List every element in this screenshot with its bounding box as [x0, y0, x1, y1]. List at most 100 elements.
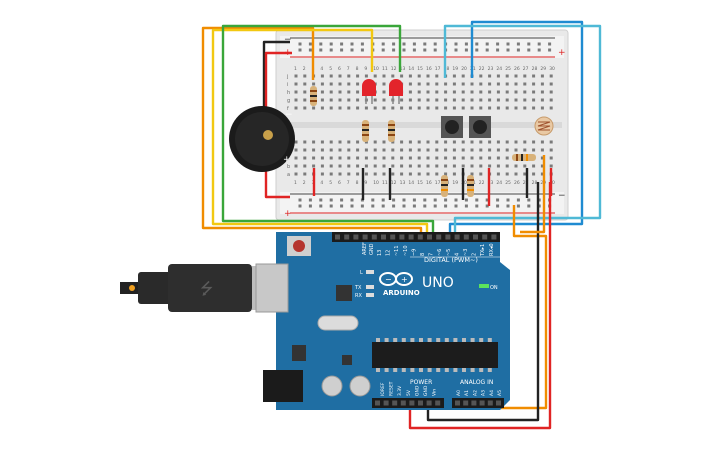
column-number: 27	[523, 180, 529, 186]
breadboard-hole	[356, 164, 360, 168]
rail-hole	[506, 48, 510, 52]
rail-hole	[392, 48, 396, 52]
breadboard-hole	[400, 74, 404, 78]
breadboard-hole	[391, 140, 395, 144]
rail-hole	[392, 42, 396, 46]
breadboard-hole	[505, 74, 509, 78]
breadboard-hole	[329, 140, 333, 144]
breadboard-hole	[417, 164, 421, 168]
rail-minus-label: −	[284, 35, 292, 45]
breadboard-hole	[540, 156, 544, 160]
rail-hole	[537, 48, 541, 52]
breadboard-hole	[329, 74, 333, 78]
breadboard-hole	[532, 106, 536, 110]
breadboard-hole	[329, 148, 333, 152]
rail-hole	[412, 48, 416, 52]
column-number: 13	[400, 66, 406, 72]
breadboard-hole	[479, 164, 483, 168]
rail-hole	[298, 198, 302, 202]
rail-hole	[308, 204, 312, 208]
breadboard-hole	[549, 164, 553, 168]
breadboard-hole	[294, 164, 298, 168]
on-label: ON	[490, 285, 498, 291]
rail-hole	[319, 198, 323, 202]
column-number: 8	[356, 180, 359, 186]
ic-pin	[376, 368, 380, 372]
breadboard-hole	[382, 82, 386, 86]
digital-header	[335, 234, 497, 240]
breadboard-hole	[514, 74, 518, 78]
breadboard-hole	[400, 148, 404, 152]
breadboard-hole	[408, 148, 412, 152]
breadboard-hole	[338, 82, 342, 86]
rail-hole	[402, 204, 406, 208]
breadboard-hole	[435, 98, 439, 102]
resistor-button-1	[441, 175, 448, 197]
header-pin	[381, 234, 386, 240]
breadboard-hole	[303, 90, 307, 94]
rail-hole	[329, 42, 333, 46]
breadboard-hole	[408, 98, 412, 102]
breadboard-hole	[373, 74, 377, 78]
ic-pin	[393, 338, 398, 342]
breadboard-hole	[312, 140, 316, 144]
column-number: 16	[426, 180, 432, 186]
rail-plus-label-right: +	[558, 48, 566, 58]
breadboard-hole	[303, 106, 307, 110]
ic-pin	[384, 338, 389, 342]
column-number: 1	[294, 66, 297, 72]
rail-hole	[360, 48, 364, 52]
rail-hole	[340, 198, 344, 202]
rail-hole	[423, 42, 427, 46]
breadboard-hole	[540, 74, 544, 78]
header-pin	[491, 234, 497, 240]
breadboard-hole	[364, 148, 368, 152]
breadboard-hole	[532, 148, 536, 152]
breadboard-hole	[461, 98, 465, 102]
breadboard-hole	[444, 82, 448, 86]
breadboard-hole	[356, 148, 360, 152]
rail-hole	[485, 198, 489, 202]
ic-pin	[419, 338, 423, 342]
breadboard-hole	[303, 82, 307, 86]
rail-hole	[516, 42, 520, 46]
breadboard-hole	[294, 156, 298, 160]
breadboard-hole	[382, 74, 386, 78]
ic-pin	[487, 338, 492, 342]
column-number: 17	[435, 66, 441, 72]
column-number: 7	[347, 180, 350, 186]
breadboard-hole	[400, 98, 404, 102]
rail-hole	[454, 204, 458, 208]
breadboard-hole	[505, 140, 509, 144]
breadboard-hole	[347, 172, 351, 176]
header-pin	[455, 400, 460, 406]
breadboard-hole	[391, 148, 395, 152]
ic-pin	[427, 338, 432, 342]
breadboard-hole	[549, 82, 553, 86]
breadboard-hole	[400, 106, 404, 110]
column-number: 8	[356, 66, 359, 72]
header-pin	[496, 400, 501, 406]
rail-minus-label-bottom: −	[558, 191, 566, 201]
breadboard-hole	[505, 90, 509, 94]
breadboard-hole	[408, 82, 412, 86]
breadboard-hole	[417, 74, 421, 78]
breadboard-hole	[312, 106, 316, 110]
header-pin	[353, 234, 359, 240]
rail-hole	[392, 204, 396, 208]
rail-hole	[402, 42, 406, 46]
breadboard-hole	[294, 140, 298, 144]
column-number: 26	[514, 66, 520, 72]
column-number: 12	[391, 66, 397, 72]
column-number: 1	[294, 180, 297, 186]
breadboard-hole	[312, 148, 316, 152]
breadboard-hole	[400, 156, 404, 160]
breadboard-hole	[426, 172, 430, 176]
breadboard-hole	[408, 106, 412, 110]
breadboard-hole	[523, 106, 527, 110]
rail-hole	[350, 198, 354, 202]
column-number: 2	[303, 180, 306, 186]
rail-hole	[548, 42, 552, 46]
header-pin	[435, 400, 441, 406]
